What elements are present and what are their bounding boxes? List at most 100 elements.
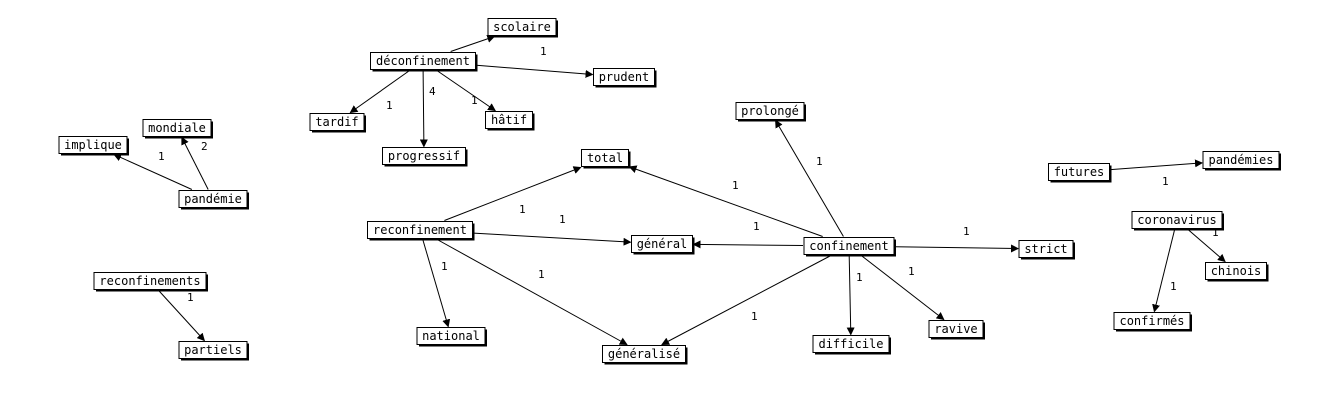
node-confinement: confinement [803,237,896,257]
node-label: total [587,151,623,165]
node-label: déconfinement [376,54,470,68]
node-box [602,345,686,363]
node-label: reconfinements [99,274,200,288]
edge-weight-reconfinement-to-general: 1 [559,213,566,226]
node-box [367,221,473,239]
node-box [1113,312,1191,330]
node-tardif: tardif [309,113,366,133]
edge-confinement-to-general [692,240,804,249]
node-label: national [422,329,480,343]
node-progressif: progressif [382,147,468,167]
node-box [1131,211,1223,229]
edge-confinement-to-strict [894,244,1019,253]
node-partiels: partiels [178,341,249,361]
edge-weight-confinement-to-total: 1 [732,179,739,192]
node-label: hâtif [491,113,527,127]
edge-confinement-to-difficile [846,255,855,336]
edge-weight-reconfinement-to-national: 1 [441,260,448,273]
node-box [93,272,207,290]
edge-weight-confinement-to-difficile: 1 [856,271,863,284]
node-box [58,136,128,154]
node-box [382,147,466,165]
node-label: prolongé [741,104,799,118]
node-mondiale: mondiale [142,119,213,139]
node-box [416,327,486,345]
edge-coronavirus-to-confirmes [1152,229,1176,313]
edge-weight-pandemie-to-mondiale: 2 [201,140,208,153]
node-box [1202,151,1280,169]
node-box [178,190,248,208]
edge-weight-confinement-to-strict: 1 [963,225,970,238]
node-label: confirmés [1119,314,1184,328]
edges-layer [113,34,1226,345]
edge-deconfinement-to-progressif [419,70,428,148]
node-implique: implique [58,136,129,156]
edge-weight-pandemie-to-implique: 1 [158,150,165,163]
node-label: coronavirus [1137,213,1216,227]
node-coronavirus: coronavirus [1131,211,1224,231]
edge-deconfinement-to-tardif [349,70,410,114]
node-label: confinement [809,239,888,253]
node-box [735,102,805,120]
node-label: progressif [388,149,460,163]
node-label: partiels [184,343,242,357]
node-label: reconfinement [373,223,467,237]
node-deconfinement: déconfinement [370,52,478,72]
node-label: implique [64,138,122,152]
edge-reconfinement-to-total [444,166,582,221]
node-box [370,52,476,70]
edge-deconfinement-to-hatif [436,70,496,112]
node-prudent: prudent [593,68,657,88]
node-generalise: généralisé [602,345,688,365]
node-national: national [416,327,487,347]
node-label: difficile [818,337,883,351]
node-label: chinois [1211,264,1262,278]
edge-weight-confinement-to-ravive: 1 [908,265,915,278]
node-pandemies: pandémies [1202,151,1281,171]
node-label: pandémie [184,192,242,206]
node-general: général [631,235,695,255]
node-label: généralisé [608,347,680,361]
node-box [485,111,533,129]
node-pandemie: pandémie [178,190,249,210]
edge-confinement-to-ravive [860,255,945,321]
edge-coronavirus-to-chinois [1187,229,1226,263]
node-ravive: ravive [928,320,985,340]
edge-weight-confinement-to-general: 1 [753,220,760,233]
edge-weight-deconfinement-to-hatif: 1 [471,94,478,107]
edge-weight-deconfinement-to-tardif: 1 [386,99,393,112]
node-box [1048,163,1110,181]
node-label: général [637,237,688,251]
node-box [928,320,984,338]
node-confirmes: confirmés [1113,312,1192,332]
edge-reconfinement-to-national [422,239,451,328]
edge-deconfinement-to-scolaire [450,34,496,52]
edge-reconfinements-to-partiels [158,290,206,342]
node-hatif: hâtif [485,111,535,131]
edge-weight-futures-to-pandemies: 1 [1162,175,1169,188]
node-box [178,341,248,359]
node-total: total [581,149,631,169]
node-box [309,113,365,131]
node-box [812,335,890,353]
edge-confinement-to-generalise [661,255,832,345]
node-box [593,68,655,86]
node-difficile: difficile [812,335,891,355]
node-box [142,119,212,137]
nodes-layer: déconfinement scolaire prudent tardif progre… [58,18,1281,365]
edge-reconfinement-to-generalise [436,239,628,345]
edge-reconfinement-to-general [473,232,632,246]
edge-futures-to-pandemies [1110,159,1203,171]
node-label: ravive [934,322,977,336]
node-box [1205,262,1267,280]
edge-confinement-to-prolonge [775,119,844,237]
edge-weight-coronavirus-to-chinois: 1 [1212,226,1219,239]
edge-deconfinement-to-prudent [476,64,594,78]
node-label: scolaire [493,20,551,34]
node-label: tardif [315,115,358,129]
node-box [581,149,629,167]
node-label: prudent [599,70,650,84]
node-label: pandémies [1208,153,1273,167]
